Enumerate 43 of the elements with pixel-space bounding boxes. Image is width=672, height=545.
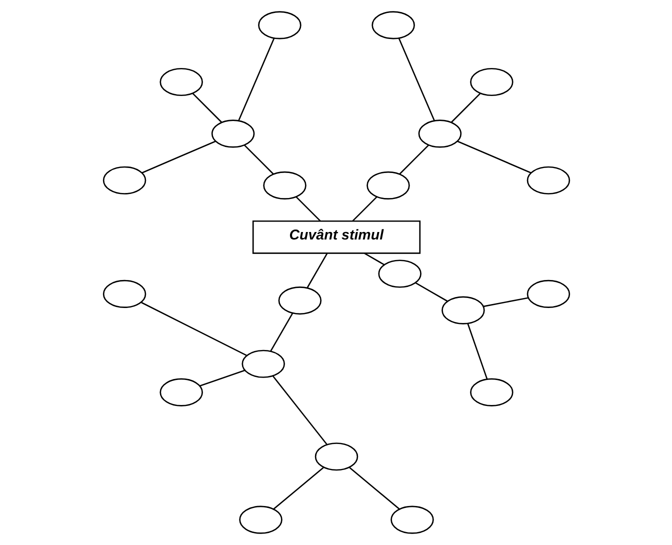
node-ellipse bbox=[470, 378, 513, 406]
connector bbox=[456, 140, 531, 174]
connector bbox=[272, 466, 324, 510]
connector bbox=[192, 92, 222, 123]
connector bbox=[306, 253, 328, 288]
connector bbox=[398, 38, 434, 121]
connector bbox=[140, 302, 247, 356]
node-ellipse bbox=[262, 171, 306, 200]
connector bbox=[352, 196, 377, 222]
connector bbox=[364, 252, 384, 266]
node-ellipse bbox=[159, 378, 202, 406]
connector bbox=[141, 140, 216, 174]
node-ellipse bbox=[159, 68, 202, 96]
node-ellipse bbox=[366, 171, 410, 200]
connector bbox=[244, 144, 274, 174]
node-ellipse bbox=[526, 280, 570, 308]
connector bbox=[348, 466, 400, 510]
node-ellipse bbox=[470, 68, 513, 96]
connector bbox=[482, 297, 528, 308]
node-ellipse bbox=[441, 296, 484, 324]
connector bbox=[295, 196, 320, 222]
node-ellipse bbox=[526, 166, 570, 194]
connector bbox=[270, 313, 293, 352]
node-ellipse bbox=[102, 166, 146, 194]
connector bbox=[450, 92, 480, 123]
node-ellipse bbox=[418, 120, 462, 148]
connector bbox=[238, 38, 274, 121]
node-ellipse bbox=[314, 442, 358, 471]
node-ellipse bbox=[378, 260, 421, 288]
connector bbox=[466, 323, 488, 380]
node-ellipse bbox=[258, 11, 301, 40]
node-ellipse bbox=[241, 350, 284, 378]
connector bbox=[414, 282, 448, 302]
node-ellipse bbox=[371, 11, 414, 40]
node-ellipse bbox=[210, 120, 254, 148]
connector bbox=[398, 144, 428, 174]
node-ellipse bbox=[238, 506, 282, 534]
connector bbox=[199, 370, 244, 387]
node-ellipse bbox=[278, 286, 322, 315]
connector bbox=[272, 376, 327, 445]
node-ellipse bbox=[102, 280, 146, 308]
node-box: Cuvânt stimul bbox=[252, 220, 420, 254]
node-ellipse bbox=[390, 506, 434, 534]
